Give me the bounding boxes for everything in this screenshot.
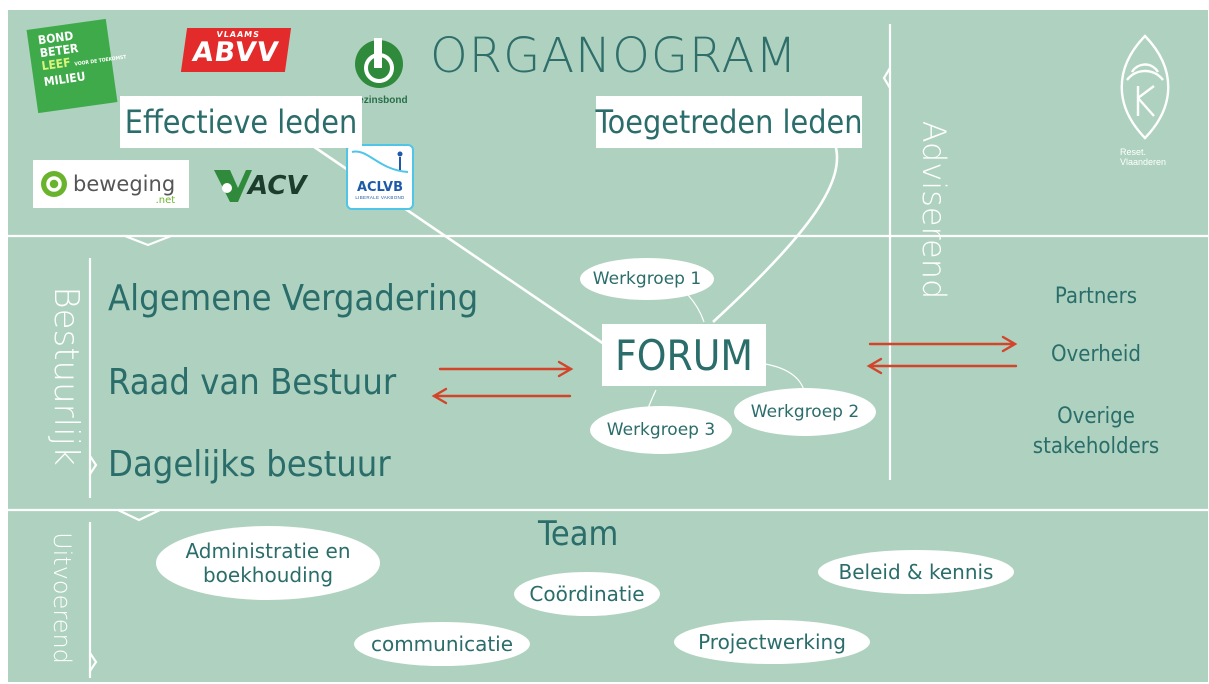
aclvb-icon <box>351 150 409 173</box>
organogram-slide: ORGANOGRAM BOND BETER LEEF VOOR DE TOEKO… <box>8 10 1208 682</box>
divider-top-notch <box>124 234 172 247</box>
team-projectwerking: Projectwerking <box>674 620 870 664</box>
uitvoerend-label: Uitvoerend <box>48 532 76 664</box>
team-coordinatie: Coördinatie <box>514 572 660 616</box>
arrow-from-overheid-head <box>866 357 883 375</box>
bond-beter-leefmilieu-logo: BOND BETER LEEF VOOR DE TOEKOMST MILIEU <box>26 18 127 114</box>
adviserend-notch <box>882 67 891 89</box>
raad-van-bestuur-label: Raad van Bestuur <box>108 362 397 403</box>
partners-label: Partners <box>1054 284 1138 309</box>
overheid-label: Overheid <box>1050 342 1141 367</box>
arrow-from-forum-head <box>431 387 448 405</box>
beweging-net-logo: beweging .net <box>33 160 189 208</box>
connector-wg1 <box>687 294 705 323</box>
team-communicatie: communicatie <box>354 622 530 666</box>
aclvb-logo: ACLVB LIBERALE VAKBOND <box>346 144 414 210</box>
team-title: Team <box>538 514 619 554</box>
werkgroep-2: Werkgroep 2 <box>734 388 876 436</box>
toegetreden-leden-box: Toegetreden leden <box>596 96 862 148</box>
acv-logo: ACV <box>212 164 316 208</box>
team-administratie: Administratie en boekhouding <box>156 526 380 600</box>
bestuurlijk-label: Bestuurlijk <box>46 286 86 466</box>
algemene-vergadering-label: Algemene Vergadering <box>108 278 479 319</box>
effectieve-leden-box: Effectieve leden <box>120 96 362 148</box>
dagelijks-bestuur-label: Dagelijks bestuur <box>108 444 391 485</box>
overige-stakeholders-label: Overige stakeholders <box>1032 404 1160 459</box>
forum-box: FORUM <box>602 324 766 386</box>
gezinsbond-icon <box>355 38 403 88</box>
arrow-to-partners-head <box>1001 335 1018 353</box>
adviserend-label: Adviserend <box>915 120 953 300</box>
abvv-logo: VLAAMS ABVV <box>180 28 292 72</box>
divider-bottom-notch <box>117 509 161 522</box>
arrow-to-forum-head <box>557 360 574 378</box>
acv-icon <box>214 170 252 202</box>
werkgroep-1: Werkgroep 1 <box>580 258 714 300</box>
connector-wg2 <box>764 363 805 391</box>
werkgroep-3: Werkgroep 3 <box>590 406 732 454</box>
gezinsbond-logo: Gezinsbond <box>344 30 414 106</box>
connector-toegetreden-forum <box>712 143 839 323</box>
page-title: ORGANOGRAM <box>430 28 798 84</box>
beweging-icon <box>41 171 67 197</box>
reset-vlaanderen-icon <box>1120 34 1170 140</box>
bestuurlijk-notch <box>89 455 98 475</box>
team-beleid-kennis: Beleid & kennis <box>818 550 1014 594</box>
reset-vlaanderen-logo: Reset. Vlaanderen <box>1108 32 1188 172</box>
uitvoerend-notch <box>89 652 98 672</box>
